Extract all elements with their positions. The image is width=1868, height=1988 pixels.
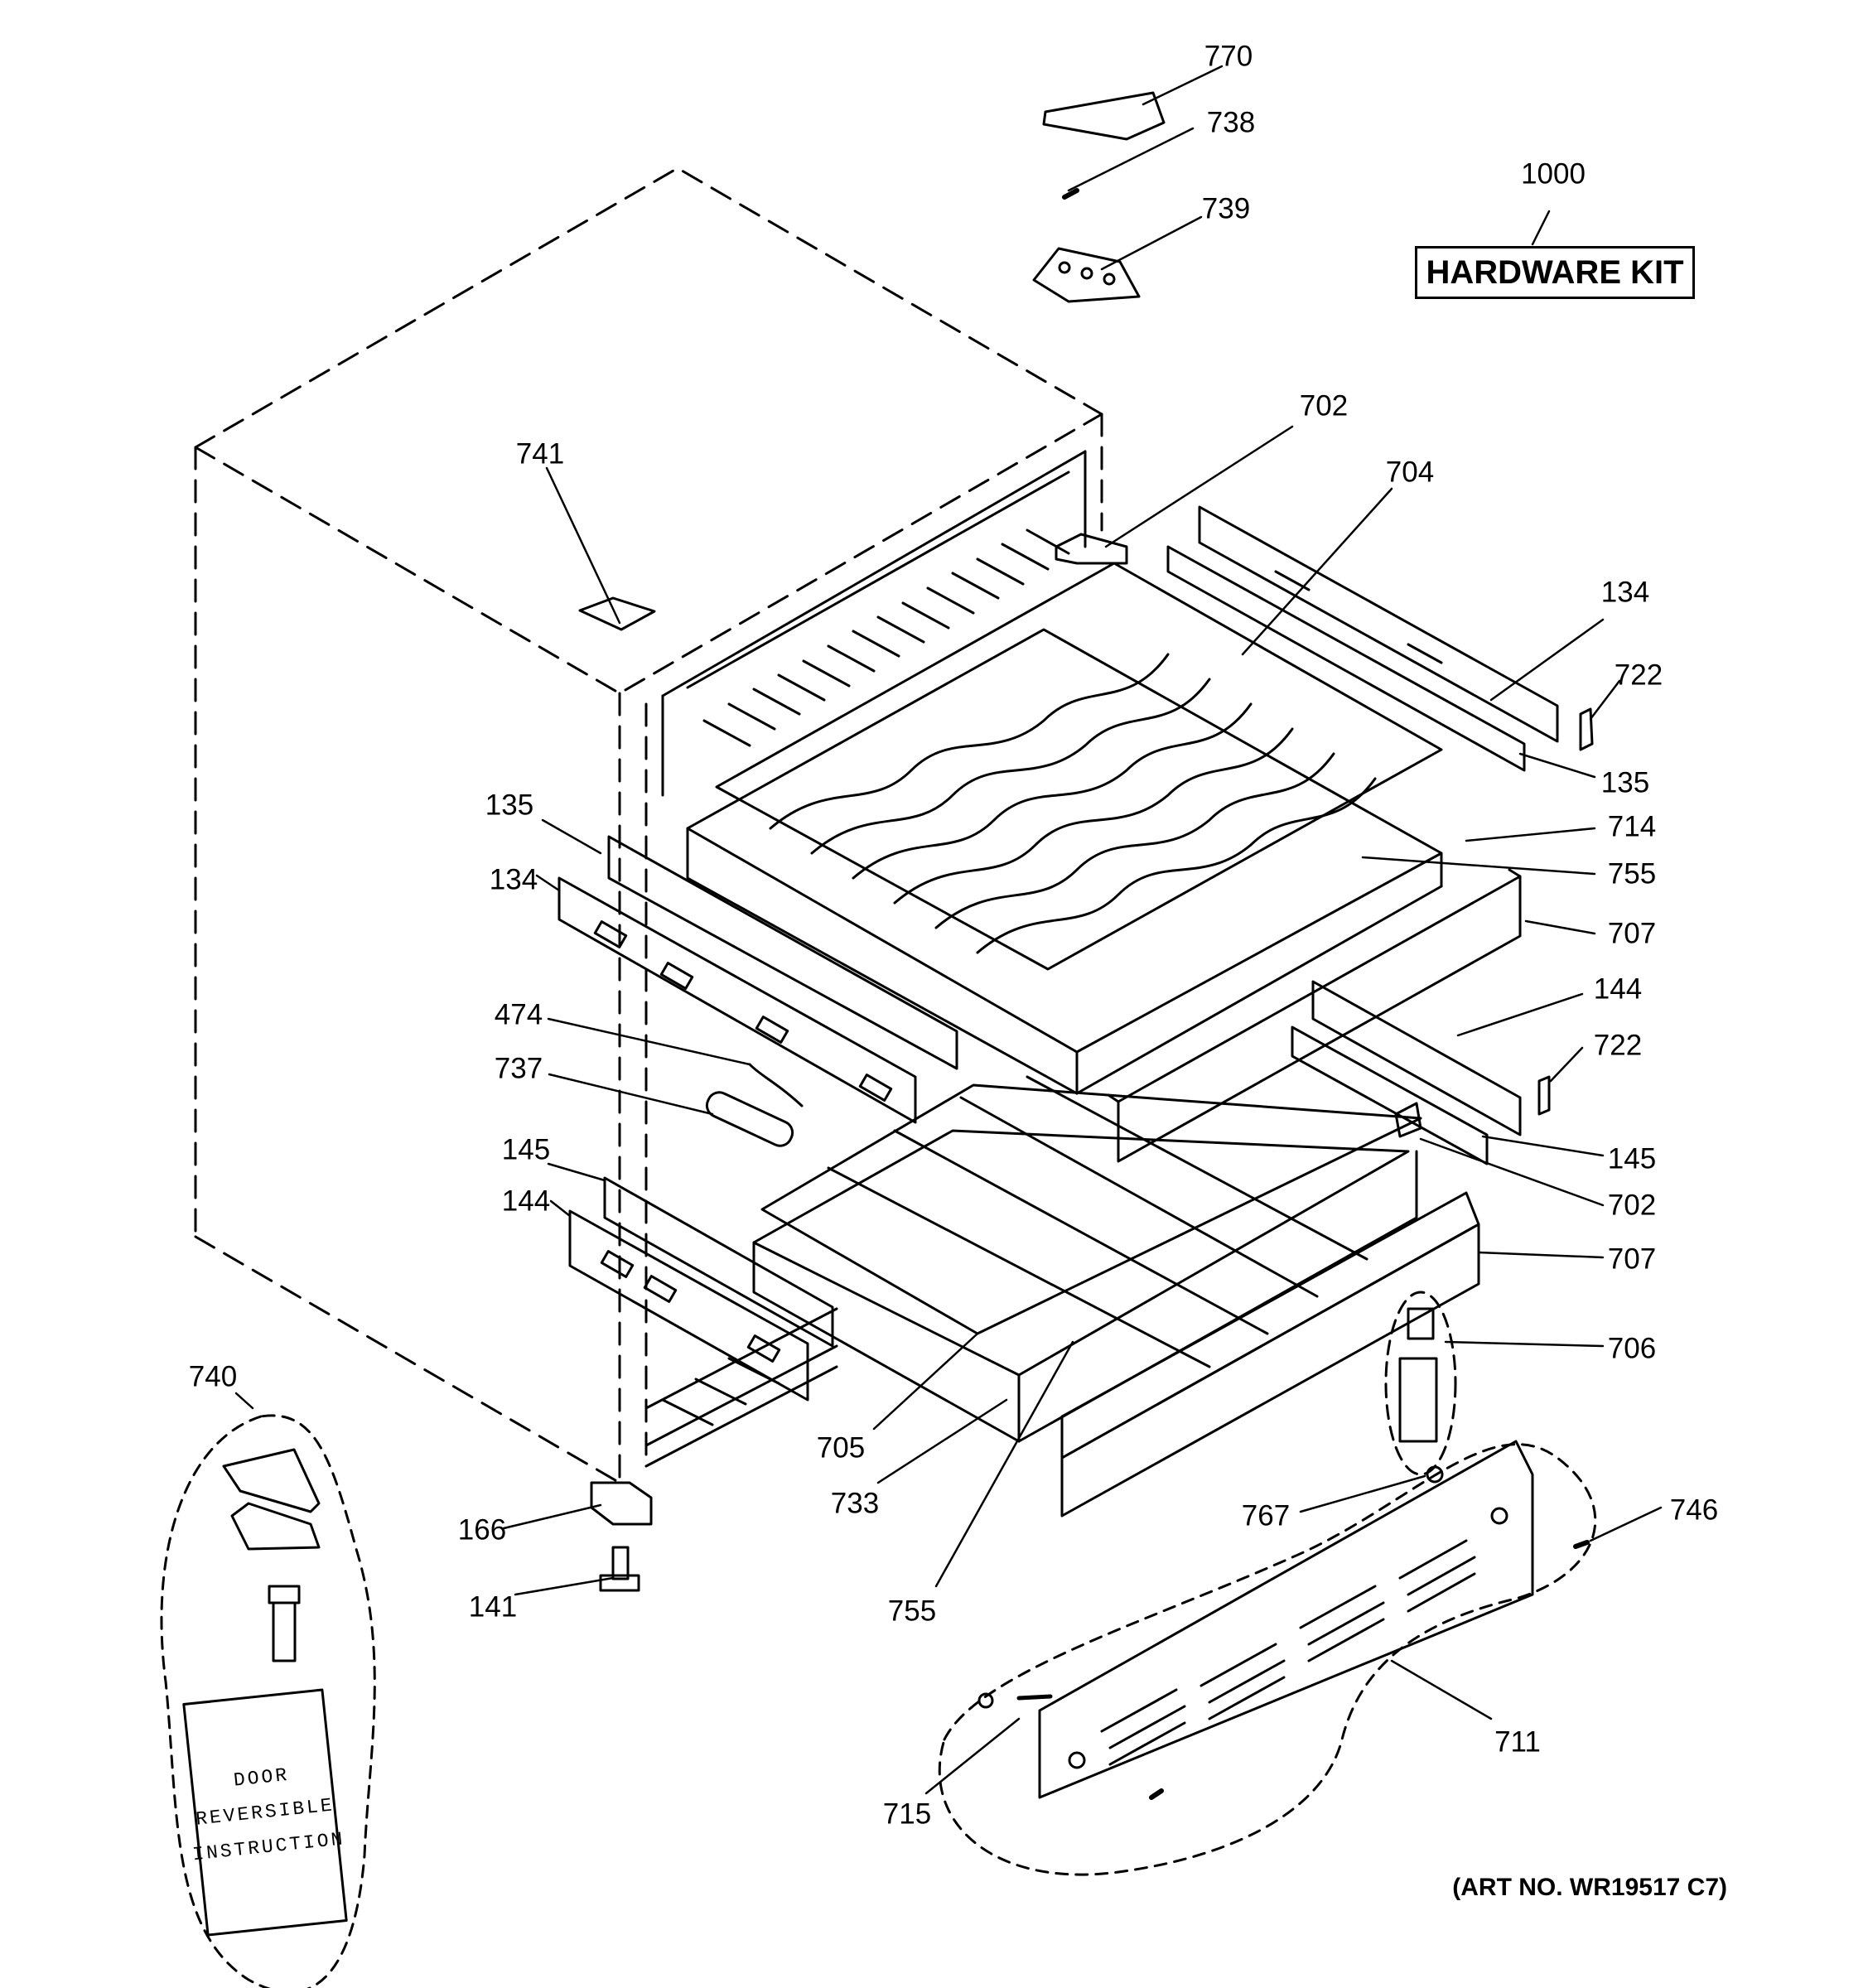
part-label-714: 714 bbox=[1607, 810, 1657, 843]
leader-lines bbox=[234, 65, 1663, 1795]
part-label-755-top: 755 bbox=[1607, 857, 1657, 890]
part-label-722-bottom: 722 bbox=[1593, 1029, 1643, 1062]
light-737 bbox=[705, 1091, 794, 1147]
kit-740 bbox=[160, 1414, 376, 1988]
part-label-141: 141 bbox=[468, 1590, 518, 1624]
cabinet-outline bbox=[194, 166, 1103, 1484]
hinge-706 bbox=[1384, 1291, 1457, 1476]
clip-722-bottom bbox=[1537, 1075, 1551, 1116]
part-label-134-right: 134 bbox=[1600, 576, 1650, 609]
part-label-704: 704 bbox=[1385, 456, 1435, 489]
hardware-kit-box: HARDWARE KIT bbox=[1415, 246, 1695, 299]
hardware-kit-label: HARDWARE KIT bbox=[1426, 253, 1684, 291]
screw-746 bbox=[1573, 1540, 1590, 1549]
interior-back-wall-top bbox=[661, 450, 1087, 797]
part-label-145-right: 145 bbox=[1607, 1142, 1657, 1175]
instruction-card-text: DOOR REVERSIBLE INSTRUCTION bbox=[184, 1690, 346, 1935]
wire-shelf-705 bbox=[752, 1075, 1422, 1443]
part-label-135-right: 135 bbox=[1600, 766, 1650, 799]
part-label-733: 733 bbox=[830, 1487, 880, 1520]
screw-767 bbox=[1426, 1465, 1444, 1484]
rail-144-145-left bbox=[568, 1176, 834, 1402]
part-label-134-left: 134 bbox=[489, 863, 538, 896]
interior-lower bbox=[644, 1307, 838, 1468]
wine-shelf-704 bbox=[686, 562, 1443, 1095]
part-label-715: 715 bbox=[882, 1797, 932, 1831]
bracket-702-top bbox=[1055, 533, 1128, 565]
door-bar bbox=[1062, 1203, 1475, 1491]
instruction-card bbox=[182, 1688, 348, 1937]
part-label-741: 741 bbox=[515, 437, 565, 470]
part-label-740: 740 bbox=[188, 1360, 238, 1393]
part-label-770: 770 bbox=[1204, 40, 1253, 73]
bumper-715 bbox=[977, 1692, 994, 1709]
bracket-166 bbox=[590, 1481, 653, 1526]
front-panel-707-bottom bbox=[1060, 1191, 1480, 1518]
screw-738 bbox=[1062, 188, 1079, 200]
part-label-746: 746 bbox=[1669, 1493, 1719, 1527]
part-label-705: 705 bbox=[816, 1431, 866, 1464]
hinge-cover-770 bbox=[1042, 91, 1166, 141]
hinge-plate-739 bbox=[1032, 247, 1141, 303]
rail-134-135-left-top bbox=[558, 835, 958, 1124]
part-label-706: 706 bbox=[1607, 1332, 1657, 1365]
part-label-135-left: 135 bbox=[485, 789, 534, 822]
sensor-474 bbox=[748, 1063, 804, 1107]
part-label-474: 474 bbox=[494, 998, 543, 1031]
art-number: (ART NO. WR19517 C7) bbox=[1452, 1874, 1727, 1901]
part-label-767: 767 bbox=[1241, 1499, 1291, 1532]
plug-741 bbox=[578, 596, 656, 631]
grille-711 bbox=[938, 1440, 1597, 1876]
part-label-707-top: 707 bbox=[1607, 917, 1657, 950]
instruction-line-1: DOOR bbox=[232, 1764, 291, 1792]
part-label-702-top: 702 bbox=[1299, 389, 1349, 422]
part-label-166: 166 bbox=[457, 1513, 507, 1546]
leg-141 bbox=[599, 1546, 640, 1592]
part-label-144-right: 144 bbox=[1593, 972, 1643, 1006]
rail-134-135-right-top bbox=[1166, 505, 1559, 772]
bracket-702-bottom bbox=[1394, 1102, 1422, 1138]
part-label-711: 711 bbox=[1494, 1725, 1541, 1759]
hardware-kit-number: 1000 bbox=[1521, 157, 1586, 191]
part-label-145-left: 145 bbox=[501, 1133, 551, 1166]
part-label-702-bottom: 702 bbox=[1607, 1189, 1657, 1222]
part-label-722-top: 722 bbox=[1614, 659, 1663, 692]
clip-722-top bbox=[1579, 707, 1594, 751]
part-label-739: 739 bbox=[1201, 192, 1251, 225]
part-label-144-left: 144 bbox=[501, 1185, 551, 1218]
part-label-737: 737 bbox=[494, 1052, 543, 1085]
part-label-738: 738 bbox=[1206, 106, 1256, 139]
part-label-755-bottom: 755 bbox=[887, 1595, 937, 1628]
part-label-707-bottom: 707 bbox=[1607, 1242, 1657, 1276]
